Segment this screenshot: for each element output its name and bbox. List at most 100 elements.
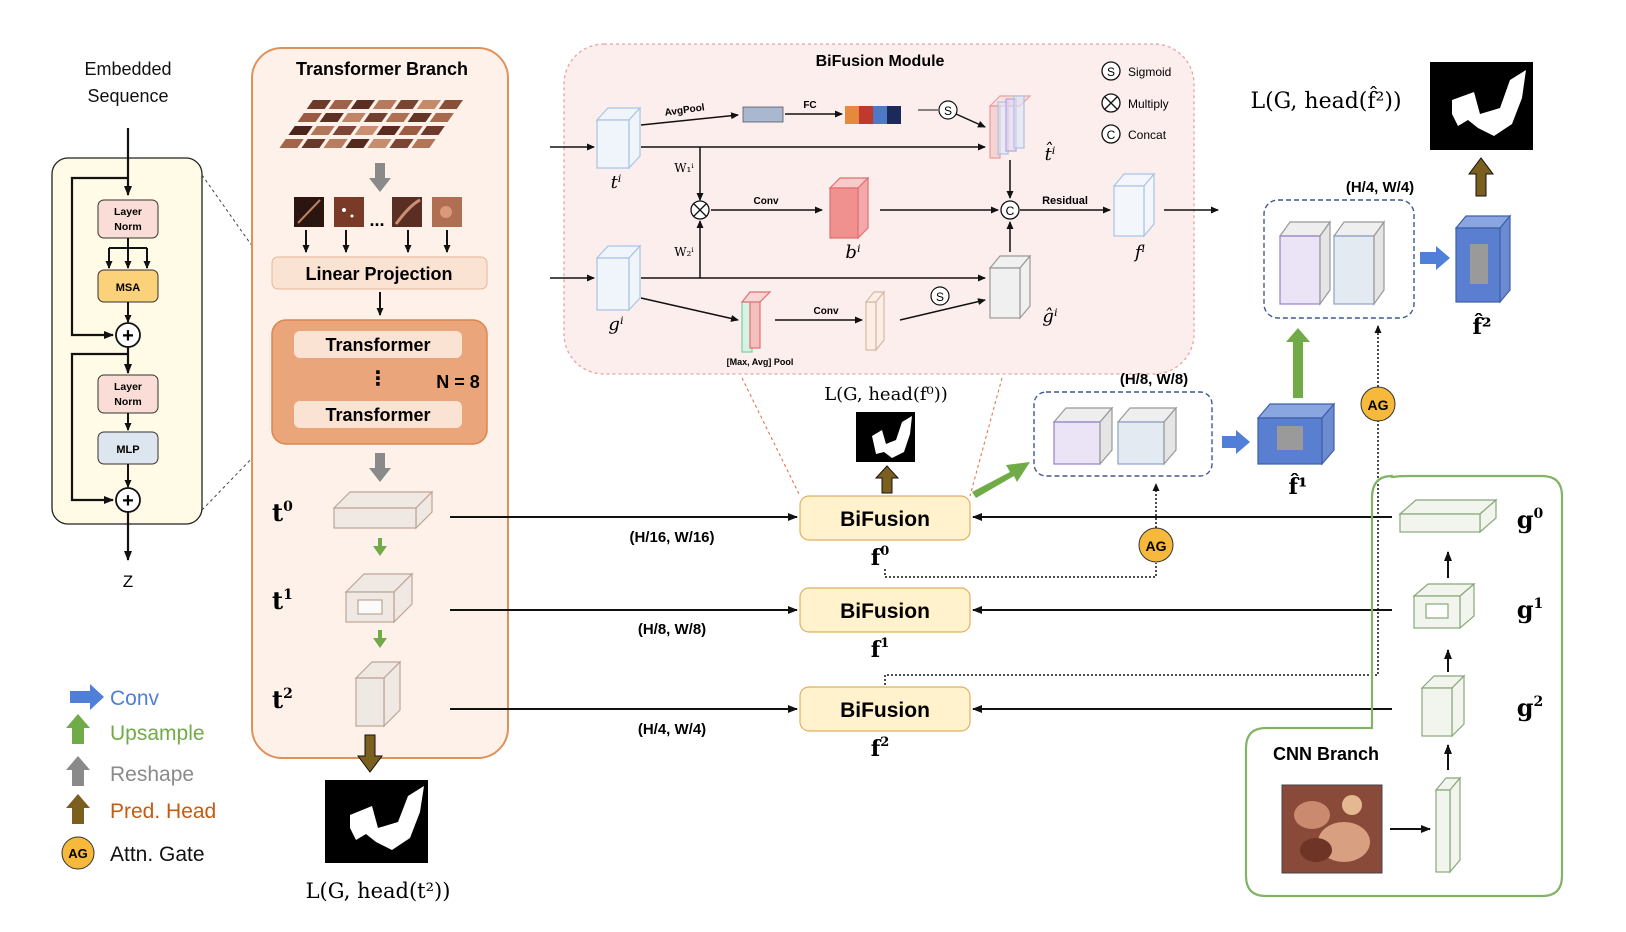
n-layers-label: N = 8 (436, 372, 480, 392)
svg-text:S: S (936, 290, 944, 304)
reshape-arrow-icon (66, 756, 90, 786)
g-input-cube (1434, 776, 1462, 874)
legend-multiply: Multiply (1128, 97, 1169, 111)
concat-node (1000, 200, 1020, 220)
t-hat-label: t̂ⁱ (1045, 140, 1056, 165)
bifusion-node-2-label: BiFusion (840, 699, 930, 722)
bifusion-node-0 (799, 495, 971, 541)
svg-text:S: S (944, 104, 952, 118)
ag-node-upper-label: AG (1368, 397, 1389, 413)
t2-feature-cube (354, 660, 402, 728)
scale-h4-left: (H/4, W/4) (638, 721, 706, 738)
scale-h4-right: (H/4, W/4) (1346, 179, 1414, 196)
pool-stack (740, 291, 772, 353)
legend-ag-badge: AG (68, 846, 88, 861)
ti-label: tⁱ (611, 172, 622, 193)
t0-label: t0 (272, 498, 293, 527)
f-hat1-label: f̂¹ (1288, 474, 1307, 500)
ag-node-lower-label: AG (1146, 538, 1167, 554)
scale-h8-left: (H/8, W/8) (638, 621, 706, 638)
w2-label: W₂ⁱ (674, 245, 694, 259)
mask-t2 (325, 780, 428, 863)
linear-projection-label: Linear Projection (305, 264, 452, 284)
svg-text:+: + (122, 325, 134, 347)
transformer-bottom-label: Transformer (325, 405, 430, 425)
cnn-branch-title: CNN Branch (1273, 744, 1379, 764)
stage-h8-cubes (1052, 406, 1178, 466)
svg-text:S: S (1107, 65, 1115, 79)
f1-label: f1 (871, 636, 890, 663)
pool-label: [Max, Avg] Pool (727, 357, 794, 367)
embedded-label-line1: Embedded (84, 59, 171, 79)
stage-h4-box (1263, 199, 1415, 319)
svg-text:+: + (122, 490, 134, 512)
fc-vector (845, 106, 901, 124)
f-hat2-label: f̂² (1472, 314, 1491, 340)
pred-head-arrow-icon (66, 794, 90, 824)
f2-label: f2 (871, 735, 890, 762)
bifusion-node-2 (799, 686, 971, 732)
bi-cube (828, 176, 870, 240)
transformer-layer-top (294, 331, 462, 358)
transformer-top-label: Transformer (325, 335, 430, 355)
stage-h4-cubes (1278, 220, 1386, 306)
g0-feature-cube (1398, 498, 1498, 534)
sigmoid-icon (1101, 61, 1121, 81)
g-hat-cube (988, 254, 1032, 320)
mask-f0 (856, 412, 915, 462)
linear-projection-box (271, 256, 488, 290)
loss-f0: L(G, head(f⁰)) (824, 384, 948, 405)
g1-label: g1 (1517, 595, 1544, 624)
bifusion-module-title: BiFusion Module (816, 53, 945, 70)
g0-label: g0 (1517, 505, 1544, 534)
legend-sigmoid: Sigmoid (1128, 65, 1171, 79)
layer-norm-1-line1: Layer (114, 206, 142, 218)
t-hat-stack (988, 95, 1032, 159)
attn-gate-icon (61, 836, 95, 870)
transformer-vdots: ⋮ (368, 368, 388, 390)
upsample-arrow-icon (66, 714, 90, 744)
t2-label: t2 (272, 685, 293, 714)
svg-text:C: C (1006, 204, 1015, 218)
bifusion-module-panel (563, 43, 1195, 375)
mask-f2 (1430, 62, 1533, 150)
mlp-label: MLP (116, 444, 139, 456)
g1-feature-cube (1412, 582, 1476, 630)
svg-text:C: C (1107, 128, 1116, 142)
fc-label: FC (803, 100, 816, 111)
bi-label: bⁱ (845, 242, 861, 263)
sigmoid-icon-bottom (930, 286, 950, 306)
scale-h16: (H/16, W/16) (629, 529, 714, 546)
gi-cube (595, 244, 642, 312)
f0-label: f0 (871, 544, 890, 571)
ti-cube (595, 106, 642, 170)
avgpool-vector (742, 106, 784, 123)
transformer-layer-bottom (294, 401, 462, 428)
conv-arrow-icon (70, 684, 104, 710)
legend-attn-gate: Attn. Gate (110, 843, 205, 866)
image-patches (279, 100, 464, 148)
t0-feature-cube (332, 490, 434, 530)
f-hat2-cube (1454, 214, 1512, 304)
bifusion-node-0-label: BiFusion (840, 508, 930, 531)
t1-label: t1 (272, 586, 293, 615)
g2-label: g2 (1517, 693, 1544, 722)
patch-ellipsis: ... (369, 210, 384, 230)
g-hat-label: ĝⁱ (1042, 306, 1058, 327)
conv-label-2: Conv (814, 306, 839, 317)
scale-h8-right: (H/8, W/8) (1120, 371, 1188, 388)
conv-output-slab (864, 290, 886, 352)
legend-concat: Concat (1128, 128, 1167, 142)
fi-label: fⁱ (1133, 242, 1146, 263)
loss-f2: L(G, head(f̂²)) (1250, 87, 1401, 114)
layer-norm-2-line2: Norm (114, 396, 141, 408)
patch-tokens (294, 197, 462, 227)
bifusion-node-1 (799, 587, 971, 633)
gi-label: gⁱ (608, 314, 624, 335)
f-hat1-cube (1256, 402, 1336, 466)
msa-label: MSA (116, 282, 141, 294)
legend-conv: Conv (110, 687, 160, 710)
transformer-branch-title: Transformer Branch (296, 59, 468, 79)
